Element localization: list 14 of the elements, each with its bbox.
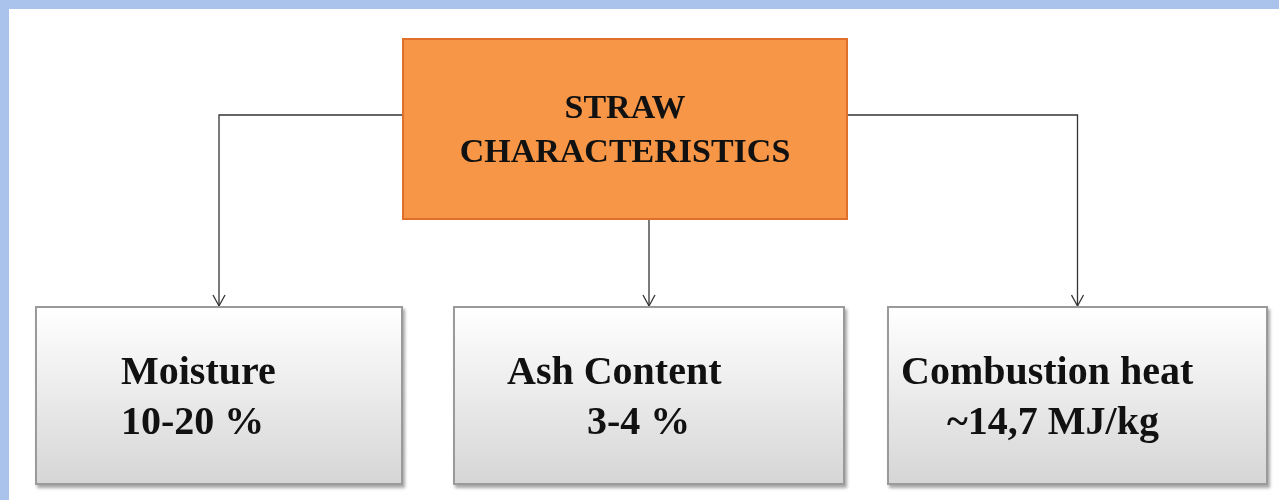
arrow xyxy=(642,219,656,307)
arrow xyxy=(847,114,1085,307)
property-name: Moisture xyxy=(120,346,276,395)
box-title: STRAW CHARACTERISTICS xyxy=(458,86,792,171)
property-box xyxy=(453,306,845,485)
property-value: ~14,7 MJ/kg xyxy=(946,396,1159,445)
property-box xyxy=(35,306,403,485)
arrow xyxy=(212,114,403,307)
property-name: Combustion heat xyxy=(901,346,1194,395)
property-box xyxy=(887,306,1268,485)
property-value: 10-20 % xyxy=(120,396,265,445)
title-box xyxy=(402,38,848,220)
property-value: 3-4 % xyxy=(586,396,691,445)
property-name: Ash Content xyxy=(506,346,722,395)
